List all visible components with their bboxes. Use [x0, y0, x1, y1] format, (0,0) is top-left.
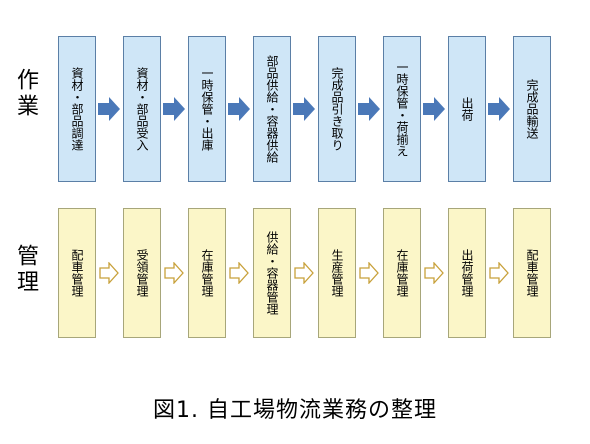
management-step-7-label: 出荷管理	[460, 249, 474, 297]
management-arrow-2	[164, 262, 184, 284]
management-arrow-6	[424, 262, 444, 284]
management-step-1-label: 配車管理	[70, 249, 84, 297]
work-step-8: 完成品輸送	[513, 36, 551, 182]
management-step-1: 配車管理	[58, 208, 96, 338]
management-step-4: 供給・容器管理	[253, 208, 291, 338]
management-arrow-3	[229, 262, 249, 284]
work-arrow-7	[488, 97, 510, 121]
management-step-7: 出荷管理	[448, 208, 486, 338]
work-step-6: 一時保管・荷揃え	[383, 36, 421, 182]
management-step-6-label: 在庫管理	[395, 249, 409, 297]
work-arrow-5	[358, 97, 380, 121]
work-arrow-3	[228, 97, 250, 121]
work-arrow-6	[423, 97, 445, 121]
work-step-8-label: 完成品輸送	[525, 79, 539, 139]
management-arrow-4	[294, 262, 314, 284]
row-label-work: 作業	[13, 68, 38, 120]
work-step-4: 部品供給・容器供給	[253, 36, 291, 182]
management-step-3: 在庫管理	[188, 208, 226, 338]
management-step-8: 配車管理	[513, 208, 551, 338]
management-step-2: 受領管理	[123, 208, 161, 338]
work-step-2: 資材・部品受入	[123, 36, 161, 182]
management-step-5-label: 生産管理	[330, 249, 344, 297]
management-step-2-label: 受領管理	[135, 249, 149, 297]
management-arrow-7	[489, 262, 509, 284]
work-step-5-label: 完成品引き取り	[330, 67, 344, 151]
work-step-2-label: 資材・部品受入	[135, 67, 149, 151]
work-arrow-1	[98, 97, 120, 121]
work-step-7: 出荷	[448, 36, 486, 182]
management-step-3-label: 在庫管理	[200, 249, 214, 297]
work-arrow-2	[163, 97, 185, 121]
management-step-6: 在庫管理	[383, 208, 421, 338]
work-step-7-label: 出荷	[460, 97, 474, 121]
management-arrow-1	[99, 262, 119, 284]
work-step-3-label: 一時保管・出庫	[200, 67, 214, 151]
row-label-management: 管理	[13, 244, 38, 296]
work-step-1: 資材・部品調達	[58, 36, 96, 182]
work-arrow-4	[293, 97, 315, 121]
work-step-4-label: 部品供給・容器供給	[265, 55, 279, 163]
management-step-4-label: 供給・容器管理	[265, 231, 279, 315]
management-arrow-5	[359, 262, 379, 284]
work-step-5: 完成品引き取り	[318, 36, 356, 182]
management-step-5: 生産管理	[318, 208, 356, 338]
figure-caption: 図1. 自工場物流業務の整理	[153, 398, 437, 423]
work-step-3: 一時保管・出庫	[188, 36, 226, 182]
work-step-6-label: 一時保管・荷揃え	[395, 61, 409, 157]
work-step-1-label: 資材・部品調達	[70, 67, 84, 151]
management-step-8-label: 配車管理	[525, 249, 539, 297]
